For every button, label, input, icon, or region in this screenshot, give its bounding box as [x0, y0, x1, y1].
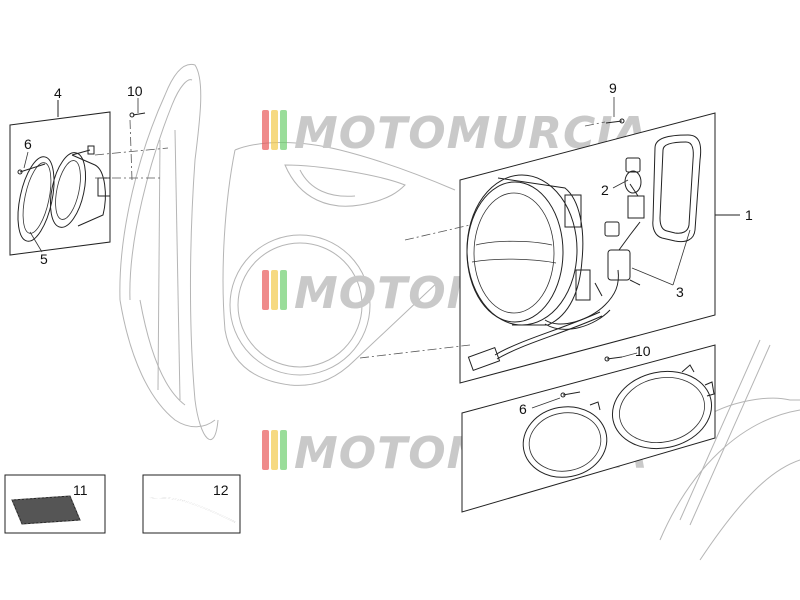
right-side-body-outline — [659, 339, 800, 561]
callout-11: 11 — [73, 482, 88, 498]
watermark-stripe — [271, 110, 278, 150]
callout-3: 3 — [676, 284, 684, 300]
callout-4: 4 — [54, 85, 62, 101]
scooter-front-panel-outline — [222, 142, 456, 386]
connector-line — [404, 224, 471, 241]
part-11-box — [4, 474, 106, 534]
scooter-front-shield-outline — [119, 63, 219, 441]
part-10-screw-top — [129, 98, 146, 181]
callout-5: 5 — [40, 251, 48, 267]
watermark-stripe — [271, 430, 278, 470]
callout-9: 9 — [609, 80, 617, 96]
watermark-stripe — [262, 430, 269, 470]
callout-6-bottom: 6 — [519, 401, 527, 417]
callout-1: 1 — [745, 207, 753, 223]
callout-2: 2 — [601, 182, 609, 198]
watermark-stripe — [271, 270, 278, 310]
callout-10-right: 10 — [635, 343, 651, 359]
headlight-assembly-box — [459, 97, 740, 384]
trim-ring-assembly-box — [461, 344, 716, 513]
part-12-box — [142, 474, 241, 534]
callout-12: 12 — [213, 482, 229, 498]
watermark-stripe — [280, 270, 287, 310]
watermark-stripe — [280, 110, 287, 150]
watermark-stripe — [262, 270, 269, 310]
callout-6-left: 6 — [24, 136, 32, 152]
callout-10-top: 10 — [127, 83, 143, 99]
watermark-stripe — [280, 430, 287, 470]
watermark-stripe — [262, 110, 269, 150]
connector-line — [359, 344, 471, 359]
left-bulb-assembly-box — [9, 100, 169, 256]
